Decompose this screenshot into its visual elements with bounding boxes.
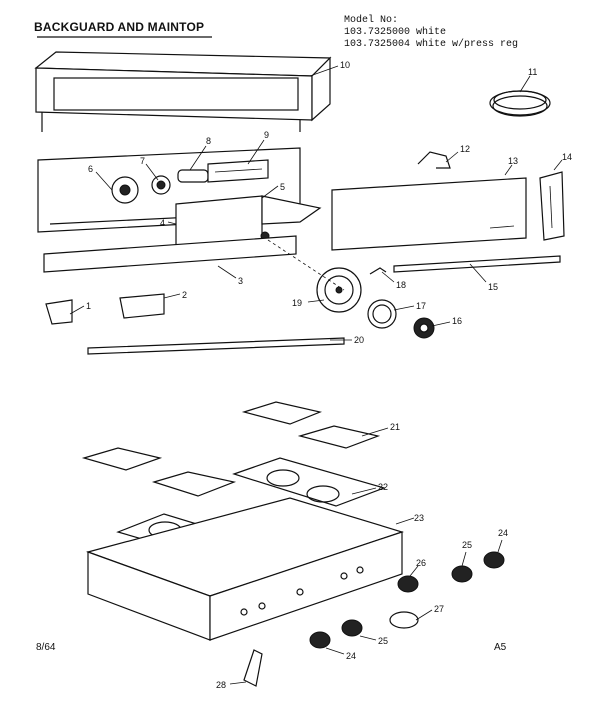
label-part-13: 13: [508, 156, 518, 166]
label-part-8: 8: [206, 136, 211, 146]
label-part-20: 20: [354, 335, 364, 345]
part-end-caps: [45, 293, 165, 325]
label-part-6: 6: [88, 164, 93, 174]
part-labels: 1 2 3 4 5 6 7 8 9 10 11 12 13 14 15 16 1…: [86, 60, 572, 690]
label-part-17: 17: [416, 301, 426, 311]
label-part-19: 19: [292, 298, 302, 308]
part-burner-grates: [81, 401, 381, 497]
label-part-12: 12: [460, 144, 470, 154]
part-burner-knobs: [243, 551, 505, 687]
part-glass-panel: [331, 177, 527, 251]
model-label: Model No:: [344, 15, 399, 26]
part-clip: [417, 151, 451, 169]
label-part-10: 10: [340, 60, 350, 70]
page-title: BACKGUARD AND MAINTOP: [34, 20, 205, 34]
part-end-piece: [539, 171, 565, 241]
label-part-3: 3: [238, 276, 243, 286]
label-part-11: 11: [528, 67, 537, 77]
part-clock-dial: [316, 267, 362, 313]
label-part-18: 18: [396, 280, 406, 290]
label-part-7: 7: [140, 156, 145, 166]
model-number-1: 103.7325000 white: [344, 27, 447, 38]
label-part-24: 24: [498, 528, 508, 538]
label-part-24-second: 24: [346, 651, 356, 661]
part-trim-strip: [43, 235, 297, 273]
label-part-16: 16: [452, 316, 462, 326]
label-part-14: 14: [562, 152, 572, 162]
label-part-25-second: 25: [378, 636, 388, 646]
part-selector-dial: [367, 299, 397, 329]
leader-lines: [69, 65, 563, 685]
part-screw: [369, 267, 387, 275]
label-part-21: 21: [390, 422, 400, 432]
footer-right-code: A5: [494, 642, 507, 653]
part-maintop: [85, 497, 404, 641]
part-trim-rod-lower: [87, 337, 345, 355]
label-part-15: 15: [488, 282, 498, 292]
part-control-knob: [413, 317, 435, 339]
label-part-5: 5: [280, 182, 285, 192]
part-backguard-shell: [34, 51, 332, 132]
footer-left-code: 8/64: [36, 642, 56, 653]
part-trim-rod-upper: [393, 255, 561, 273]
part-wire-harness: [489, 90, 551, 117]
label-part-26: 26: [416, 558, 426, 568]
label-part-2: 2: [182, 290, 187, 300]
label-part-4: 4: [160, 218, 165, 228]
label-part-25: 25: [462, 540, 472, 550]
model-info: Model No: 103.7325000 white 103.7325004 …: [344, 15, 518, 51]
label-part-22: 22: [378, 482, 388, 492]
label-part-1: 1: [86, 301, 91, 311]
model-number-2: 103.7325004 white w/press reg: [344, 39, 519, 50]
label-part-9: 9: [264, 130, 269, 140]
label-part-27: 27: [434, 604, 444, 614]
label-part-28: 28: [216, 680, 226, 690]
label-part-23: 23: [414, 513, 424, 523]
